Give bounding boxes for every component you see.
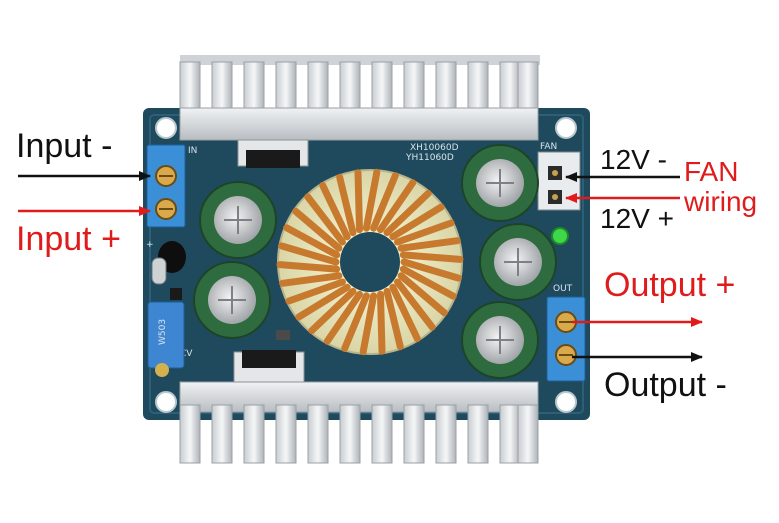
toroid-winding <box>319 181 351 241</box>
capacitor-right-bottom <box>461 301 539 379</box>
toroid-winding <box>285 278 346 305</box>
mount-hole-bottom-left <box>155 391 177 413</box>
output-terminal-block <box>546 296 586 382</box>
toroid-winding <box>389 283 421 343</box>
toroid-winding <box>292 207 343 252</box>
mount-hole-top-right <box>555 117 577 139</box>
input-terminal-block <box>146 144 186 228</box>
label-fan-wiring-line2: wiring <box>684 186 758 217</box>
fan-connector <box>537 151 581 211</box>
toroid-winding <box>341 292 370 352</box>
toroid-winding <box>336 173 357 237</box>
toroid-winding <box>283 224 341 259</box>
label-fan-wiring-line1: FAN <box>684 156 739 187</box>
toroid-winding <box>400 258 462 282</box>
in-marking: IN <box>188 146 197 156</box>
diode-bottom <box>233 350 305 383</box>
toroid-winding <box>389 203 445 241</box>
model-marking: YH11060D <box>405 153 454 163</box>
toroid-winding <box>359 292 378 356</box>
mount-hole-top-left <box>155 117 177 139</box>
toroid-winding <box>377 290 386 355</box>
toroid-winding <box>394 219 455 246</box>
toroid-winding <box>399 265 457 300</box>
label-input-plus: Input + <box>16 220 121 258</box>
toroid-winding <box>397 272 448 317</box>
cv-marking: CV <box>180 349 193 359</box>
label-fan-12v-minus: 12V - <box>600 144 667 175</box>
toroid-winding <box>383 287 404 351</box>
capacitor-left-upper <box>199 181 277 259</box>
toroid-winding <box>278 242 340 266</box>
out-marking: OUT <box>553 284 573 294</box>
toroid-winding <box>295 283 351 321</box>
toroid-winding <box>397 237 461 252</box>
heatsink-bottom <box>179 381 539 464</box>
capacitor-left-lower <box>193 261 271 339</box>
label-fan-12v-plus: 12V + <box>600 203 674 234</box>
toroid-winding <box>308 287 357 335</box>
status-led <box>551 227 569 245</box>
capacitor-right-top <box>461 144 539 222</box>
toroid-inductor <box>276 168 464 356</box>
label-output-minus: Output - <box>604 366 727 404</box>
label-output-plus: Output + <box>604 266 736 304</box>
plus-marking: + <box>146 240 154 250</box>
toroid-winding <box>354 169 363 234</box>
toroid-winding <box>370 172 399 232</box>
toroid-winding <box>323 290 363 345</box>
toroid-winding <box>394 278 436 331</box>
pot-marking: W503 <box>158 319 168 345</box>
toroid-winding <box>276 261 341 273</box>
toroid-winding <box>362 168 381 232</box>
potentiometer: W503 <box>147 301 185 377</box>
mosfet-top <box>237 139 309 168</box>
heatsink-top <box>179 55 540 141</box>
toroid-winding <box>377 179 417 234</box>
capacitor-right-middle <box>479 223 557 301</box>
toroid-winding <box>383 189 432 237</box>
fan-marking: FAN <box>540 142 557 152</box>
label-input-minus: Input - <box>16 127 113 165</box>
toroid-winding <box>304 193 346 246</box>
model-marking-top: XH10060D <box>410 143 459 153</box>
toroid-winding <box>399 251 464 263</box>
mount-hole-bottom-right <box>555 391 577 413</box>
toroid-winding <box>279 272 343 287</box>
